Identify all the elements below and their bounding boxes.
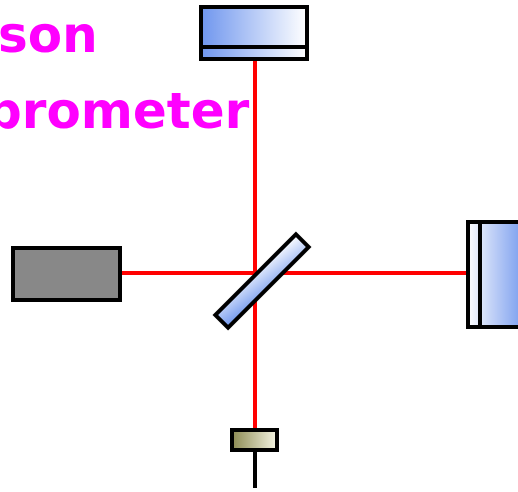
laser-beams (120, 60, 468, 430)
laser-source (11, 246, 122, 302)
photodetector (230, 428, 279, 452)
title-line-2: prometer (0, 82, 250, 140)
beam-splitter (212, 231, 312, 331)
mirror-top (199, 5, 309, 61)
title-line-1: son (0, 6, 98, 64)
mirror-right (466, 220, 518, 329)
